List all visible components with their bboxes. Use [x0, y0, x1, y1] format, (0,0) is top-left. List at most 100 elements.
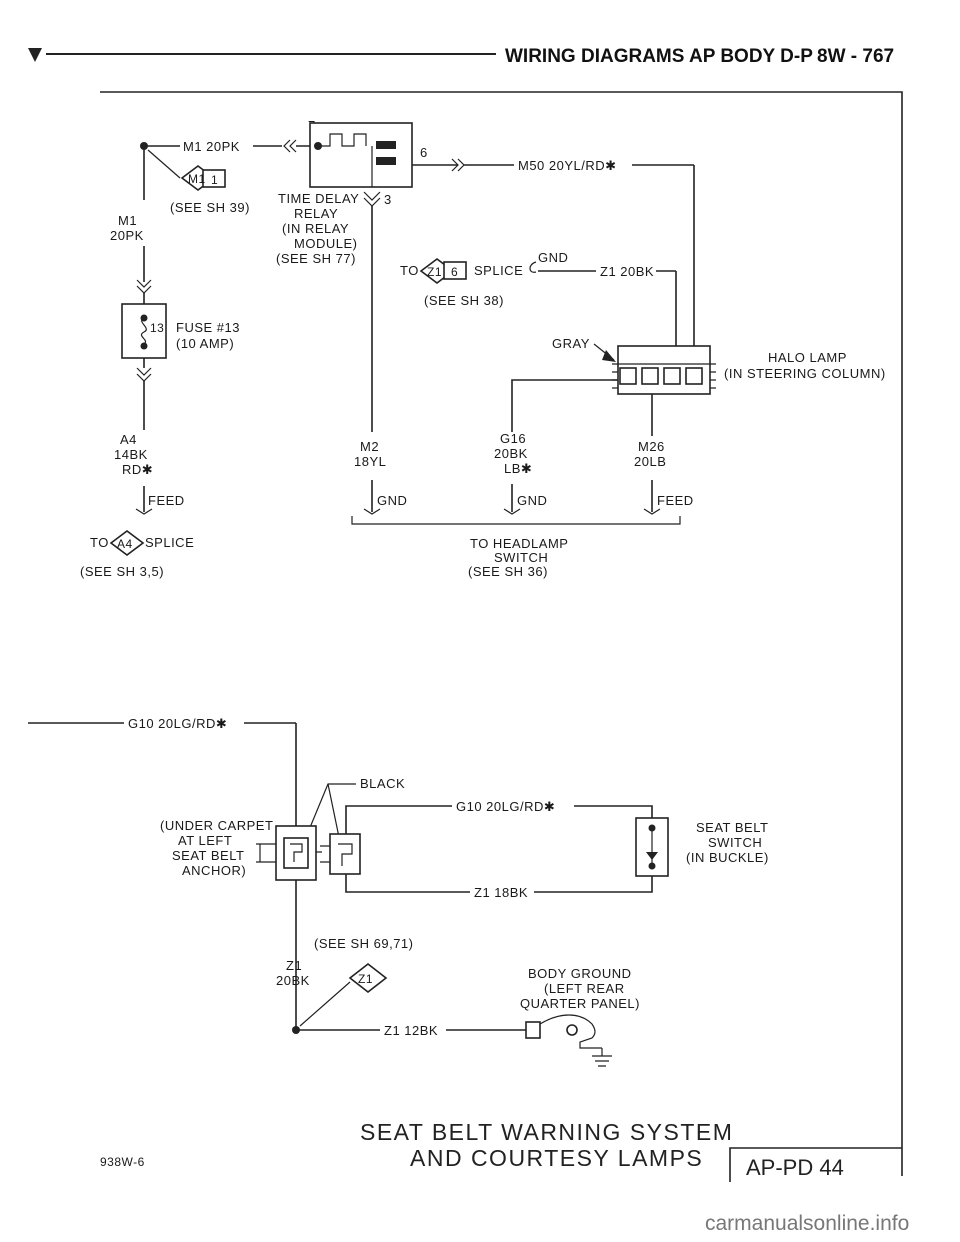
halo-lamp-label-a: HALO LAMP	[768, 350, 847, 365]
relay-pin6-label: 6	[420, 145, 428, 160]
z1-18bk-wire-right	[534, 876, 653, 893]
splice-left-label: SPLICE	[145, 535, 194, 550]
fuse-number: 13	[150, 321, 164, 335]
a4-label-a: A4	[120, 432, 137, 447]
halo-lamp-cell-3	[663, 367, 681, 385]
headlamp-label-a: TO HEADLAMP	[470, 536, 568, 551]
relay-label-a: TIME DELAY	[278, 191, 359, 206]
relay-contact-upper	[376, 141, 396, 149]
z1-18bk-wire-left	[345, 874, 470, 893]
m50-label: M50 20YL/RD✱	[518, 158, 617, 173]
z1-vert-label-a: Z1	[286, 958, 302, 973]
feed-right-terminal-icon	[643, 508, 661, 515]
header-page-number: 8W - 767	[817, 46, 894, 67]
z1-18bk-label: Z1 18BK	[474, 885, 528, 900]
g10-mid-wire-right	[574, 805, 653, 818]
body-ground-label-a: BODY GROUND	[528, 966, 632, 981]
to-left-label: TO	[90, 535, 109, 550]
fuse-label-b: (10 AMP)	[176, 336, 234, 351]
z1-splice-leader	[299, 981, 351, 1027]
gnd-g16-label: GND	[517, 493, 547, 508]
m1-connector-chevron	[283, 139, 297, 153]
halo-lamp-left-tabs	[612, 363, 618, 389]
relay-coil-icon	[318, 133, 367, 147]
black-leader-right	[327, 783, 341, 843]
fuse-element-icon	[140, 317, 147, 345]
relay-box	[309, 122, 413, 188]
fuse-label-a: FUSE #13	[176, 320, 240, 335]
gnd-top-hook	[529, 261, 537, 273]
seatbelt-connector-left-tabs	[256, 843, 276, 863]
m1-splice-box	[202, 169, 226, 188]
g16-label-c: LB✱	[504, 461, 532, 476]
seatbelt-switch-label-b: SWITCH	[708, 835, 762, 850]
see-sh38: (SEE SH 38)	[424, 293, 504, 308]
relay-label-d: MODULE)	[294, 236, 357, 251]
carpet-label-b: AT LEFT	[178, 833, 232, 848]
carpet-label-c: SEAT BELT	[172, 848, 244, 863]
gnd-top-label: GND	[538, 250, 568, 265]
fuse-bottom-chevron	[136, 367, 152, 382]
watermark: carmanualsonline.info	[705, 1212, 909, 1235]
to-z1-label: TO	[400, 263, 419, 278]
z1-12bk-label: Z1 12BK	[384, 1023, 438, 1038]
z1-splice-bottom-icon	[348, 962, 388, 994]
relay-label-b: RELAY	[294, 206, 338, 221]
splice-mid-label: SPLICE	[474, 263, 523, 278]
g10-mid-label: G10 20LG/RD✱	[456, 799, 555, 814]
body-ground-stud	[566, 1024, 578, 1036]
gray-label: GRAY	[552, 336, 590, 351]
body-ground-label-b: (LEFT REAR	[544, 981, 625, 996]
carpet-label-a: (UNDER CARPET	[160, 818, 273, 833]
m2-label-a: M2	[360, 439, 379, 454]
a4-splice-icon	[109, 530, 145, 556]
z1-splice-num: 6	[451, 265, 458, 279]
black-label: BLACK	[360, 776, 405, 791]
g16-wire	[511, 379, 618, 432]
z1-splice-ref: Z1	[427, 265, 442, 279]
header-title: WIRING DIAGRAMS AP BODY D-P	[505, 46, 813, 67]
halo-lamp-right-tabs	[710, 363, 716, 389]
page-box	[729, 1147, 902, 1182]
m26-label-a: M26	[638, 439, 665, 454]
seatbelt-connector-mid-pin	[338, 843, 353, 866]
body-ground-label-c: QUARTER PANEL)	[520, 996, 640, 1011]
see-sh39: (SEE SH 39)	[170, 200, 250, 215]
seatbelt-connector-mid-tabs	[316, 845, 330, 863]
gnd-m2-terminal-icon	[363, 508, 381, 515]
m2-label-b: 18YL	[354, 454, 386, 469]
g16-label-a: G16	[500, 431, 526, 446]
m26-label-b: 20LB	[634, 454, 666, 469]
m1-splice-num: 1	[211, 173, 218, 187]
seatbelt-connector-left-inner	[283, 837, 309, 869]
z1-vert-label-b: 20BK	[276, 973, 310, 988]
m1-splice-leader	[147, 149, 181, 179]
feed-left-label: FEED	[148, 493, 185, 508]
relay-contact-lower	[376, 157, 396, 165]
diagram-title-b: AND COURTESY LAMPS	[410, 1145, 703, 1171]
diagram-title-a: SEAT BELT WARNING SYSTEM	[360, 1119, 733, 1145]
body-ground-eyelet	[525, 1021, 541, 1039]
relay-label-e: (SEE SH 77)	[276, 251, 356, 266]
halo-lamp-label-b: (IN STEERING COLUMN)	[724, 366, 886, 381]
seatbelt-switch-label-a: SEAT BELT	[696, 820, 768, 835]
page-frame	[100, 91, 903, 1176]
halo-lamp-cell-4	[685, 367, 703, 385]
m1-wire-top-label: M1 20PK	[183, 139, 240, 154]
seatbelt-switch-label-c: (IN BUCKLE)	[686, 850, 769, 865]
seatbelt-switch-arrow-icon	[646, 852, 658, 860]
a4-label-c: RD✱	[122, 462, 153, 477]
a4-splice-ref: A4	[117, 537, 133, 551]
headlamp-label-c: (SEE SH 36)	[468, 564, 548, 579]
body-ground-lug-icon	[539, 1014, 602, 1049]
relay-pin3-label: 3	[384, 192, 392, 207]
a4-feed-terminal-icon	[135, 508, 153, 515]
m1-vert-label-b: 20PK	[110, 228, 144, 243]
relay-label-c: (IN RELAY	[282, 221, 349, 236]
z1-20bk-label: Z1 20BK	[600, 264, 654, 279]
see-sh35: (SEE SH 3,5)	[80, 564, 164, 579]
gnd-g16-terminal-icon	[503, 508, 521, 515]
carpet-label-d: ANCHOR)	[182, 863, 246, 878]
z1-splice-box	[443, 261, 467, 280]
